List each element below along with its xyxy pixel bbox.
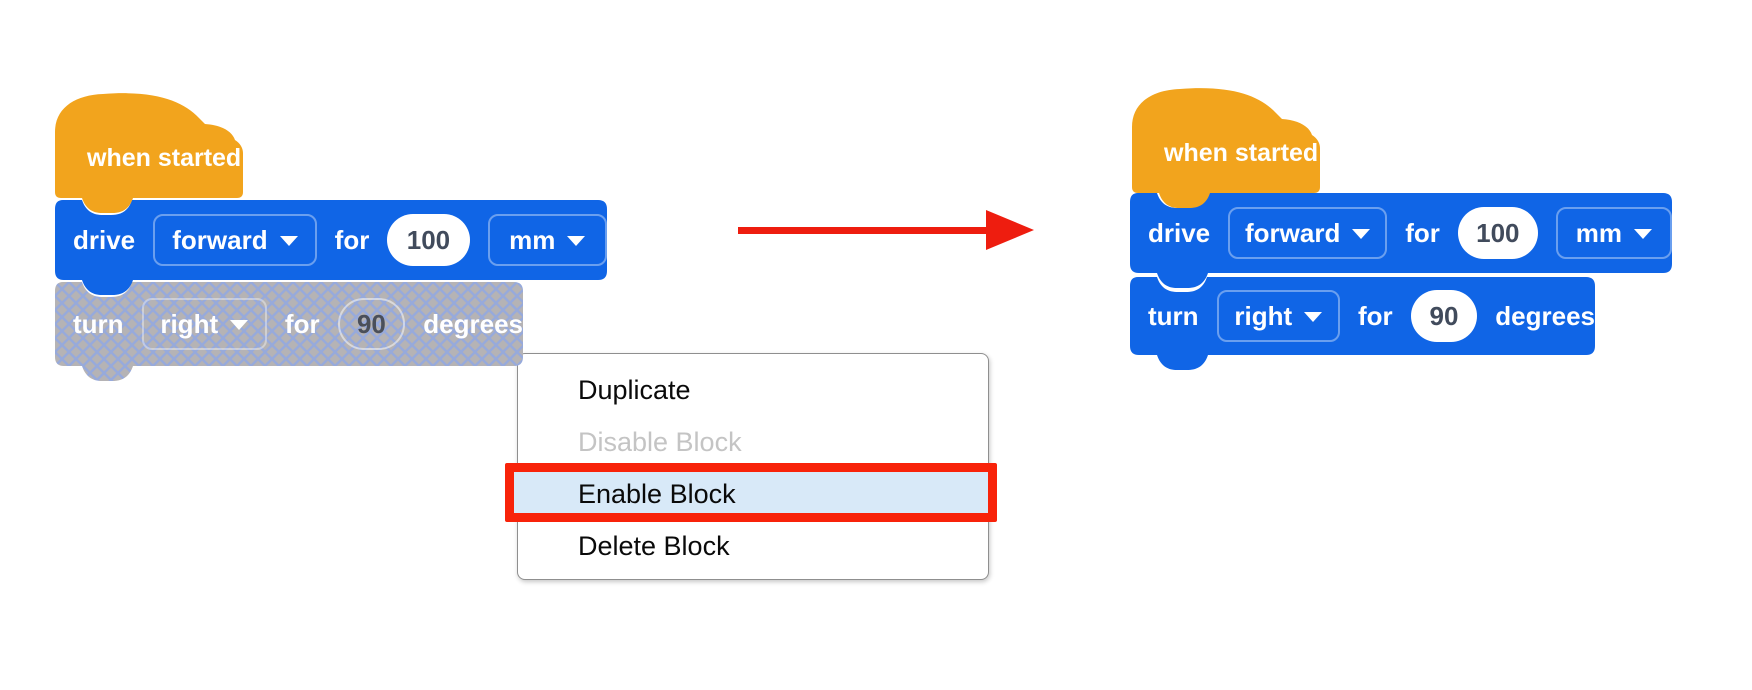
- when-started-label: when started: [1164, 139, 1319, 167]
- turn-block-disabled-shape[interactable]: [55, 282, 523, 382]
- drive-unit-dropdown[interactable]: mm: [1555, 207, 1672, 259]
- menu-item-disable-block: Disable Block: [578, 427, 742, 457]
- turn-block-disabled[interactable]: turn right for 90 degrees: [55, 282, 523, 366]
- when-started-hat-shape[interactable]: [55, 92, 245, 216]
- menu-item-enable-block[interactable]: Enable Block: [578, 479, 736, 509]
- drive-direction-dropdown[interactable]: forward: [153, 214, 317, 266]
- menu-item-duplicate[interactable]: Duplicate: [578, 375, 691, 405]
- turn-block-enabled-shape[interactable]: [1130, 277, 1595, 371]
- turn-direction-value: right: [1234, 300, 1293, 331]
- arrow-icon: [738, 206, 1034, 254]
- drive-direction-dropdown[interactable]: forward: [1228, 207, 1388, 259]
- when-started-label: when started: [87, 144, 242, 172]
- turn-angle-input[interactable]: 90: [1410, 290, 1478, 342]
- drive-unit-value: mm: [1575, 217, 1622, 248]
- drive-unit-dropdown[interactable]: mm: [487, 214, 607, 266]
- dropdown-caret-icon: [279, 236, 298, 246]
- for-label: for: [334, 224, 370, 255]
- arrow-shaft: [738, 227, 990, 234]
- dropdown-caret-icon: [1304, 312, 1323, 322]
- dropdown-caret-icon: [230, 320, 249, 330]
- for-label: for: [1358, 300, 1393, 331]
- dropdown-caret-icon: [1352, 229, 1371, 239]
- drive-block[interactable]: drive forward for 100 mm: [55, 200, 607, 280]
- drive-direction-value: forward: [172, 224, 268, 255]
- when-started-hat-shape[interactable]: [1132, 87, 1322, 211]
- turn-direction-dropdown[interactable]: right: [141, 298, 267, 350]
- arrow-head: [986, 210, 1034, 250]
- drive-block[interactable]: drive forward for 100 mm: [1130, 193, 1672, 273]
- drive-distance-input[interactable]: 100: [1457, 207, 1538, 259]
- degrees-label: degrees: [423, 308, 523, 339]
- drive-label: drive: [73, 224, 136, 255]
- turn-direction-value: right: [160, 308, 219, 339]
- for-label: for: [1405, 217, 1440, 248]
- drive-distance-input[interactable]: 100: [387, 214, 470, 266]
- menu-item-delete-block[interactable]: Delete Block: [578, 531, 730, 561]
- turn-label: turn: [1148, 300, 1199, 331]
- turn-angle-input[interactable]: 90: [337, 298, 406, 350]
- dropdown-caret-icon: [1633, 229, 1652, 239]
- drive-unit-value: mm: [509, 224, 556, 255]
- turn-block-enabled[interactable]: turn right for 90 degrees: [1130, 277, 1595, 355]
- context-menu: Duplicate Disable Block Enable Block Del…: [505, 353, 997, 580]
- context-menu-items: Duplicate Disable Block Enable Block Del…: [518, 354, 988, 572]
- turn-direction-dropdown[interactable]: right: [1216, 290, 1341, 342]
- drive-block-shape[interactable]: [55, 200, 607, 296]
- drive-block-shape[interactable]: [1130, 193, 1672, 289]
- annotation-highlight-box: [505, 463, 997, 522]
- degrees-label: degrees: [1495, 300, 1595, 331]
- dropdown-caret-icon: [567, 236, 586, 246]
- drive-label: drive: [1148, 217, 1211, 248]
- turn-label: turn: [73, 308, 124, 339]
- for-label: for: [284, 308, 320, 339]
- drive-direction-value: forward: [1245, 217, 1341, 248]
